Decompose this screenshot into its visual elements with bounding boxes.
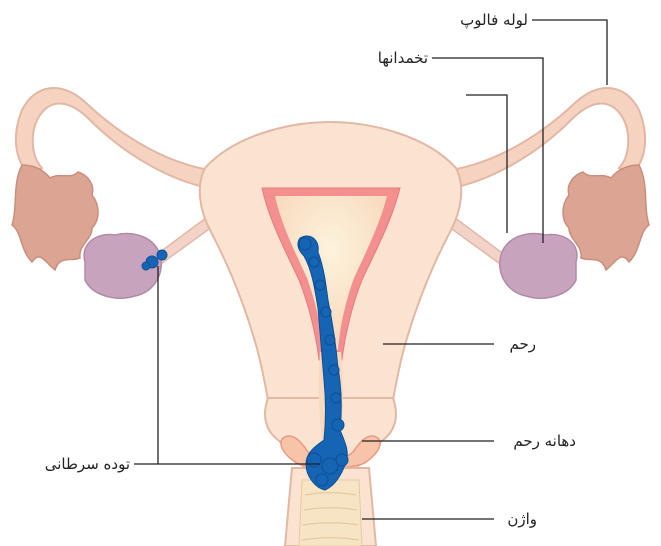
label-uterus: رحم (510, 335, 537, 353)
label-vagina: واژن (507, 510, 537, 528)
right-ovary (500, 234, 577, 299)
label-fallopian-tube: لوله فالوپ (460, 11, 528, 29)
label-cervix: دهانه رحم (513, 432, 576, 450)
label-tumour: توده سرطانی (45, 455, 130, 473)
label-ovaries: تخمدانها (378, 49, 428, 67)
